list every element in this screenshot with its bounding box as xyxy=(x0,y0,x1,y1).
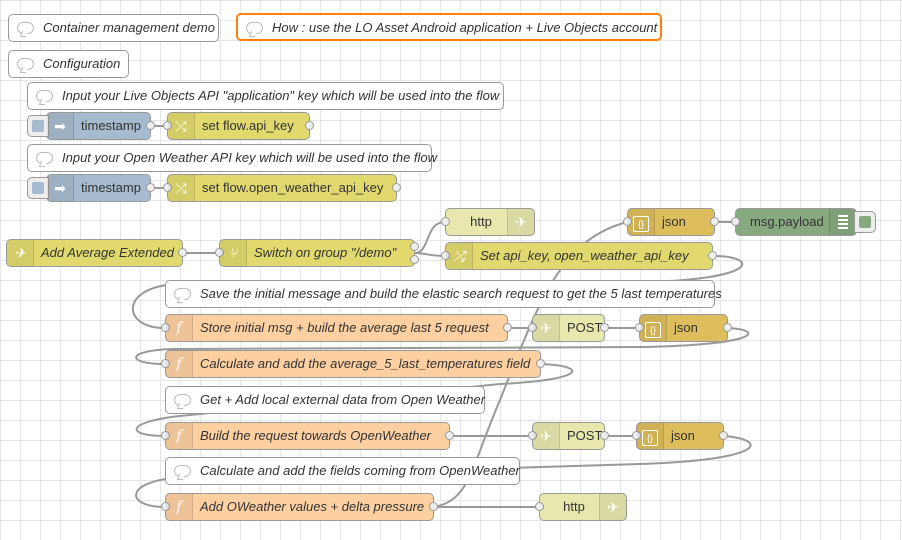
json-node[interactable]: {} json xyxy=(623,208,719,236)
wire xyxy=(135,363,574,437)
input-port[interactable] xyxy=(528,323,537,332)
change-node-api-key[interactable]: ⤮ set flow.api_key xyxy=(163,112,314,140)
debug-toggle-button[interactable] xyxy=(854,211,876,233)
shuffle-icon: ⤮ xyxy=(446,243,473,269)
http-response-node[interactable]: http ✈ xyxy=(535,493,627,521)
link-icon: ✈ xyxy=(7,240,34,266)
output-port[interactable] xyxy=(305,121,314,130)
output-port[interactable] xyxy=(429,502,438,511)
input-port[interactable] xyxy=(161,323,170,332)
http-response-node[interactable]: http ✈ xyxy=(441,208,535,236)
braces-icon: {} xyxy=(640,315,667,341)
input-port[interactable] xyxy=(163,183,172,192)
shuffle-icon: ⤮ xyxy=(168,113,195,139)
function-node-add-ow-values[interactable]: f Add OWeather values + delta pressure xyxy=(161,493,438,521)
speech-bubble-icon xyxy=(17,22,34,34)
output-port[interactable] xyxy=(503,323,512,332)
input-port[interactable] xyxy=(731,217,740,226)
globe-icon: ✈ xyxy=(533,423,560,449)
comment-lo-api-key[interactable]: Input your Live Objects API "application… xyxy=(27,82,504,110)
output-port[interactable] xyxy=(710,217,719,226)
input-port[interactable] xyxy=(161,431,170,440)
braces-icon: {} xyxy=(628,209,655,235)
input-port[interactable] xyxy=(635,323,644,332)
output-port[interactable] xyxy=(723,323,732,332)
output-port[interactable] xyxy=(708,251,717,260)
wire xyxy=(414,221,446,254)
output-port[interactable] xyxy=(178,248,187,257)
http-request-node-post[interactable]: ✈ POST xyxy=(528,422,609,450)
globe-icon: ✈ xyxy=(599,494,626,520)
speech-bubble-icon xyxy=(174,288,191,300)
speech-bubble-icon xyxy=(36,152,53,164)
function-node-store-initial[interactable]: f Store initial msg + build the average … xyxy=(161,314,512,342)
output-port[interactable] xyxy=(536,359,545,368)
input-port[interactable] xyxy=(441,217,450,226)
speech-bubble-icon xyxy=(174,394,191,406)
inject-button[interactable] xyxy=(27,177,49,199)
http-request-node-post[interactable]: ✈ POST xyxy=(528,314,609,342)
speech-bubble-icon xyxy=(174,465,191,477)
input-port[interactable] xyxy=(535,502,544,511)
output-port[interactable] xyxy=(146,121,155,130)
wire xyxy=(414,252,445,257)
comment-container-demo[interactable]: Container management demo xyxy=(8,14,219,42)
function-node-build-ow-request[interactable]: f Build the request towards OpenWeather xyxy=(161,422,454,450)
input-port[interactable] xyxy=(441,251,450,260)
branch-icon: ⑂ xyxy=(220,240,247,266)
output-port[interactable] xyxy=(146,183,155,192)
input-port[interactable] xyxy=(528,431,537,440)
comment-ow-api-key[interactable]: Input your Open Weather API key which wi… xyxy=(27,144,437,172)
function-node-calc-average[interactable]: f Calculate and add the average_5_last_t… xyxy=(161,350,545,378)
arrow-right-icon: ➡ xyxy=(47,175,74,201)
output-port[interactable] xyxy=(600,323,609,332)
comment-how[interactable]: How : use the LO Asset Android applicati… xyxy=(236,13,662,41)
input-port[interactable] xyxy=(623,217,632,226)
input-port[interactable] xyxy=(161,359,170,368)
input-port[interactable] xyxy=(161,502,170,511)
comment-calc-ow-fields[interactable]: Calculate and add the fields coming from… xyxy=(165,457,520,485)
arrow-right-icon: ➡ xyxy=(47,113,74,139)
input-port[interactable] xyxy=(632,431,641,440)
wire xyxy=(135,435,752,508)
function-f-icon: f xyxy=(166,494,193,520)
wire xyxy=(135,327,750,365)
function-f-icon: f xyxy=(166,423,193,449)
output-port[interactable] xyxy=(445,431,454,440)
json-node[interactable]: {} json xyxy=(635,314,732,342)
change-node-set-keys[interactable]: ⤮ Set api_key, open_weather_api_key xyxy=(441,242,717,270)
braces-icon: {} xyxy=(637,423,664,449)
comment-get-add-local[interactable]: Get + Add local external data from Open … xyxy=(165,386,485,414)
output-port[interactable] xyxy=(600,431,609,440)
output-port[interactable] xyxy=(410,255,419,264)
json-node[interactable]: {} json xyxy=(632,422,728,450)
bars-icon xyxy=(829,209,856,235)
debug-node[interactable]: msg.payload xyxy=(731,208,876,236)
output-port[interactable] xyxy=(392,183,401,192)
link-in-node-add-average-extended[interactable]: ✈ Add Average Extended xyxy=(6,239,187,267)
inject-timestamp-node[interactable]: ➡ timestamp xyxy=(27,174,155,202)
comment-save-initial[interactable]: Save the initial message and build the e… xyxy=(165,280,722,308)
function-f-icon: f xyxy=(166,351,193,377)
globe-icon: ✈ xyxy=(533,315,560,341)
input-port[interactable] xyxy=(163,121,172,130)
output-port[interactable] xyxy=(410,242,419,251)
switch-node[interactable]: ⑂ Switch on group "/demo" xyxy=(215,239,419,267)
speech-bubble-icon xyxy=(246,22,263,34)
globe-icon: ✈ xyxy=(507,209,534,235)
shuffle-icon: ⤮ xyxy=(168,175,195,201)
function-f-icon: f xyxy=(166,315,193,341)
speech-bubble-icon xyxy=(17,58,34,70)
input-port[interactable] xyxy=(215,248,224,257)
comment-configuration[interactable]: Configuration xyxy=(8,50,129,78)
change-node-ow-key[interactable]: ⤮ set flow.open_weather_api_key xyxy=(163,174,401,202)
inject-button[interactable] xyxy=(27,115,49,137)
speech-bubble-icon xyxy=(36,90,53,102)
inject-timestamp-node[interactable]: ➡ timestamp xyxy=(27,112,155,140)
output-port[interactable] xyxy=(719,431,728,440)
